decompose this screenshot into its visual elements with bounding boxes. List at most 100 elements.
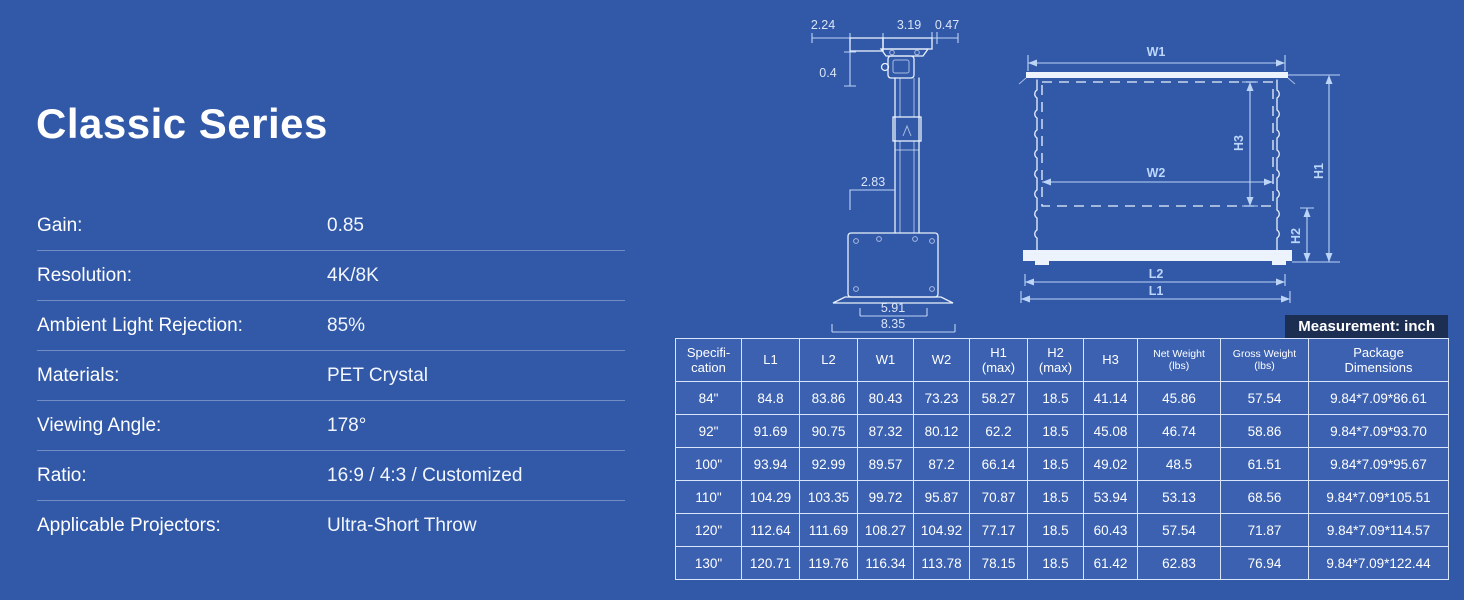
value-cell: 49.02: [1083, 447, 1138, 481]
column-header: Gross Weight (lbs): [1220, 338, 1309, 382]
value-cell: 78.15: [969, 546, 1028, 580]
value-cell: 66.14: [969, 447, 1028, 481]
value-cell: 95.87: [913, 480, 970, 514]
value-cell: 92.99: [799, 447, 858, 481]
dim-label-l2: L2: [1149, 267, 1164, 281]
value-cell: 41.14: [1083, 381, 1138, 415]
size-cell: 120": [675, 513, 742, 547]
spec-value: 85%: [327, 314, 366, 336]
measurement-badge: Measurement: inch: [1285, 315, 1448, 338]
value-cell: 9.84*7.09*93.70: [1308, 414, 1449, 448]
value-cell: 80.12: [913, 414, 970, 448]
size-cell: 130": [675, 546, 742, 580]
spec-label: Ratio:: [37, 464, 87, 486]
dim-label-8-35: 8.35: [881, 317, 905, 331]
dim-label-5-91: 5.91: [881, 301, 905, 315]
value-cell: 108.27: [857, 513, 914, 547]
value-cell: 119.76: [799, 546, 858, 580]
dim-label-2-83: 2.83: [861, 175, 885, 189]
value-cell: 111.69: [799, 513, 858, 547]
value-cell: 60.43: [1083, 513, 1138, 547]
column-header: L2: [799, 338, 858, 382]
value-cell: 58.27: [969, 381, 1028, 415]
value-cell: 9.84*7.09*86.61: [1308, 381, 1449, 415]
value-cell: 83.86: [799, 381, 858, 415]
spec-label: Applicable Projectors:: [37, 514, 221, 536]
value-cell: 93.94: [741, 447, 800, 481]
dim-label-w2: W2: [1147, 166, 1166, 180]
value-cell: 87.32: [857, 414, 914, 448]
spec-row-viewing-angle: Viewing Angle: 178°: [37, 401, 625, 451]
dim-label-w1: W1: [1147, 45, 1166, 59]
value-cell: 112.64: [741, 513, 800, 547]
value-cell: 45.08: [1083, 414, 1138, 448]
value-cell: 91.69: [741, 414, 800, 448]
value-cell: 77.17: [969, 513, 1028, 547]
value-cell: 116.34: [857, 546, 914, 580]
value-cell: 89.57: [857, 447, 914, 481]
spec-label: Ambient Light Rejection:: [37, 314, 243, 336]
value-cell: 84.8: [741, 381, 800, 415]
value-cell: 62.2: [969, 414, 1028, 448]
value-cell: 70.87: [969, 480, 1028, 514]
value-cell: 9.84*7.09*105.51: [1308, 480, 1449, 514]
spec-value: 16:9 / 4:3 / Customized: [327, 464, 523, 486]
value-cell: 18.5: [1027, 447, 1084, 481]
spec-value: 0.85: [327, 214, 364, 236]
column-header: Net Weight (lbs): [1137, 338, 1221, 382]
size-cell: 110": [675, 480, 742, 514]
value-cell: 18.5: [1027, 414, 1084, 448]
value-cell: 104.92: [913, 513, 970, 547]
spec-value: Ultra-Short Throw: [327, 514, 477, 536]
page-title: Classic Series: [36, 100, 328, 147]
value-cell: 45.86: [1137, 381, 1221, 415]
value-cell: 57.54: [1137, 513, 1221, 547]
value-cell: 104.29: [741, 480, 800, 514]
spec-row-gain: Gain: 0.85: [37, 201, 625, 251]
column-header: L1: [741, 338, 800, 382]
value-cell: 71.87: [1220, 513, 1309, 547]
side-view-diagram: 2.24 3.19 0.47 0.4 2.83 5: [811, 18, 959, 333]
value-cell: 103.35: [799, 480, 858, 514]
spec-label: Materials:: [37, 364, 120, 386]
column-header: Specifi- cation: [675, 338, 742, 382]
dim-label-h3: H3: [1232, 135, 1246, 151]
value-cell: 99.72: [857, 480, 914, 514]
column-header: W2: [913, 338, 970, 382]
value-cell: 18.5: [1027, 480, 1084, 514]
column-header: H1 (max): [969, 338, 1028, 382]
spec-list: Gain: 0.85 Resolution: 4K/8K Ambient Lig…: [37, 201, 625, 550]
spec-label: Viewing Angle:: [37, 414, 162, 436]
spec-value: PET Crystal: [327, 364, 429, 386]
size-cell: 100": [675, 447, 742, 481]
value-cell: 87.2: [913, 447, 970, 481]
column-header: W1: [857, 338, 914, 382]
value-cell: 76.94: [1220, 546, 1309, 580]
column-header: H3: [1083, 338, 1138, 382]
spec-value: 4K/8K: [327, 264, 379, 286]
dim-label-2-24: 2.24: [811, 18, 835, 32]
value-cell: 48.5: [1137, 447, 1221, 481]
dim-label-0-47: 0.47: [935, 18, 959, 32]
spec-row-materials: Materials: PET Crystal: [37, 351, 625, 401]
dim-label-h1: H1: [1312, 163, 1326, 179]
spec-row-applicable-projectors: Applicable Projectors: Ultra-Short Throw: [37, 501, 625, 550]
value-cell: 9.84*7.09*122.44: [1308, 546, 1449, 580]
value-cell: 18.5: [1027, 546, 1084, 580]
spec-label: Gain:: [37, 214, 83, 236]
value-cell: 61.42: [1083, 546, 1138, 580]
front-view-diagram: W1 H3 W2 H2 H1: [1018, 45, 1340, 303]
value-cell: 62.83: [1137, 546, 1221, 580]
dim-label-h2: H2: [1289, 228, 1303, 244]
value-cell: 90.75: [799, 414, 858, 448]
size-cell: 92": [675, 414, 742, 448]
